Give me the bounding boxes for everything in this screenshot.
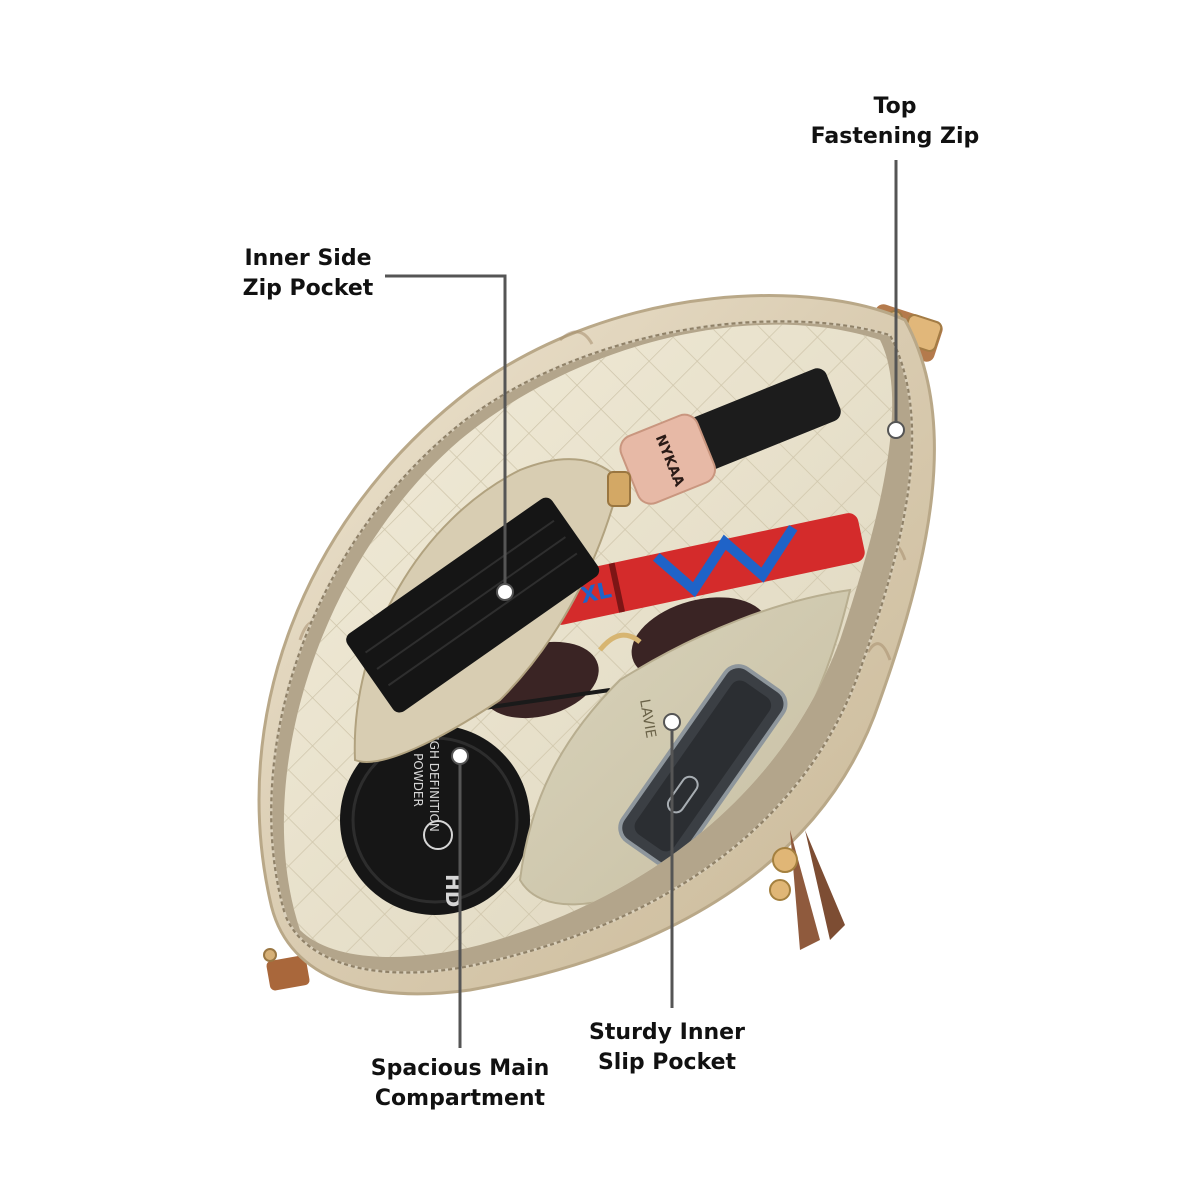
powder-label-line1: HIGH DEFINITION	[427, 728, 441, 832]
dot-top-zip	[887, 421, 905, 439]
zip-pull	[607, 471, 631, 507]
nail-polish: NYKAA	[619, 368, 841, 505]
label-top-fastening-zip-line2: Fastening Zip	[810, 124, 980, 149]
wallet	[346, 497, 600, 713]
tassel	[769, 830, 845, 950]
label-sturdy-inner-slip-pocket: Sturdy Inner Slip Pocket	[567, 1018, 767, 1078]
phone	[618, 664, 788, 868]
label-inner-side-zip-pocket-line2: Zip Pocket	[242, 276, 374, 301]
label-spacious-main-compartment-line1: Spacious Main	[370, 1056, 550, 1081]
label-inner-side-zip-pocket: Inner Side Zip Pocket	[232, 244, 384, 304]
pointer-dots	[451, 421, 905, 765]
dot-main-compartment	[451, 747, 469, 765]
pointer-lines	[385, 160, 898, 1048]
label-sturdy-inner-slip-pocket-line2: Slip Pocket	[597, 1050, 737, 1075]
pointer-side-pocket	[385, 274, 507, 592]
powder-label-line2: POWDER	[411, 753, 425, 807]
dot-slip-pocket	[663, 713, 681, 731]
dot-side-pocket	[496, 583, 514, 601]
slip-pocket-print: LAVIE	[636, 698, 659, 740]
label-top-fastening-zip: Top Fastening Zip	[790, 92, 1000, 152]
label-spacious-main-compartment: Spacious Main Compartment	[345, 1054, 575, 1114]
label-sturdy-inner-slip-pocket-line1: Sturdy Inner	[589, 1020, 745, 1045]
label-spacious-main-compartment-line2: Compartment	[374, 1086, 546, 1111]
mascara: XL	[545, 513, 865, 625]
label-inner-side-zip-pocket-line1: Inner Side	[244, 246, 372, 271]
label-top-fastening-zip-line1: Top	[873, 94, 917, 119]
